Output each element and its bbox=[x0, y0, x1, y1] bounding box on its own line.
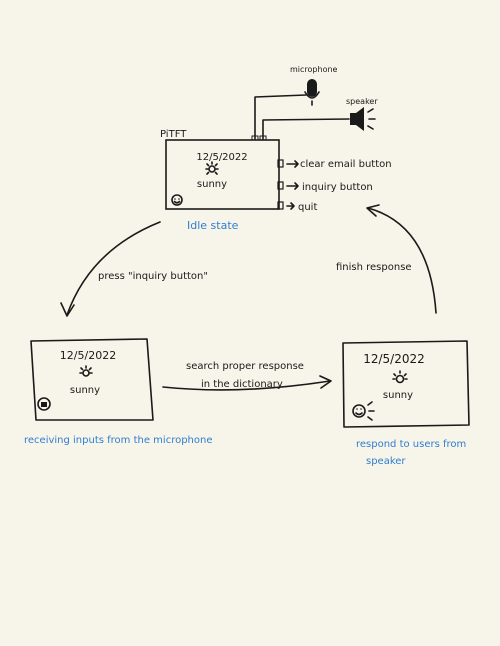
left-device-screen bbox=[30, 338, 154, 421]
top-device: PiTFT 12/5/2022 sunny clear email button… bbox=[160, 129, 392, 232]
smiley-icon bbox=[171, 194, 183, 206]
talking-face-icon bbox=[37, 397, 51, 411]
pitft-label: PiTFT bbox=[160, 129, 187, 140]
speaker-icon bbox=[350, 107, 376, 131]
sun-icon bbox=[205, 161, 219, 175]
microphone-label: microphone bbox=[290, 65, 338, 74]
right-device-weather: sunny bbox=[383, 390, 413, 401]
right-device-screen bbox=[342, 340, 470, 428]
label-search-line2: in the dictionary bbox=[201, 379, 283, 390]
left-device: 12/5/2022 sunny receiving inputs from th… bbox=[24, 338, 213, 446]
right-device-caption-line2: speaker bbox=[366, 456, 406, 467]
label-finish-response: finish response bbox=[336, 262, 412, 273]
speaking-face-icon bbox=[352, 401, 375, 421]
top-device-weather: sunny bbox=[197, 179, 227, 190]
hw-button-2[interactable] bbox=[277, 181, 284, 190]
right-device-caption-line1: respond to users from bbox=[356, 439, 466, 450]
speaker-label: speaker bbox=[346, 97, 378, 106]
arrow-idle-to-receiving bbox=[60, 221, 161, 317]
wires bbox=[251, 94, 350, 141]
left-device-date: 12/5/2022 bbox=[60, 349, 116, 362]
microphone: microphone bbox=[290, 65, 338, 106]
top-device-date: 12/5/2022 bbox=[196, 152, 247, 163]
left-device-caption: receiving inputs from the microphone bbox=[24, 435, 213, 446]
hw-button-1[interactable] bbox=[277, 159, 284, 168]
top-device-screen bbox=[165, 139, 280, 210]
speaker: speaker bbox=[346, 97, 378, 131]
button-label-clear-email: clear email button bbox=[300, 159, 392, 170]
microphone-icon bbox=[304, 79, 320, 106]
right-device-date: 12/5/2022 bbox=[363, 352, 425, 366]
label-search-line1: search proper response bbox=[186, 361, 304, 372]
right-device: 12/5/2022 sunny respond to users from sp… bbox=[342, 340, 470, 467]
sun-icon bbox=[79, 365, 93, 377]
button-label-quit: quit bbox=[298, 202, 317, 213]
arrow-receiving-to-respond bbox=[162, 375, 332, 391]
arrow-respond-to-idle bbox=[366, 204, 437, 314]
label-press-inquiry: press "inquiry button" bbox=[98, 271, 208, 282]
button-label-inquiry: inquiry button bbox=[302, 182, 373, 193]
sun-icon bbox=[392, 370, 408, 384]
hw-button-3[interactable] bbox=[277, 201, 284, 210]
left-device-weather: sunny bbox=[70, 385, 100, 396]
idle-state-label: Idle state bbox=[187, 219, 239, 232]
